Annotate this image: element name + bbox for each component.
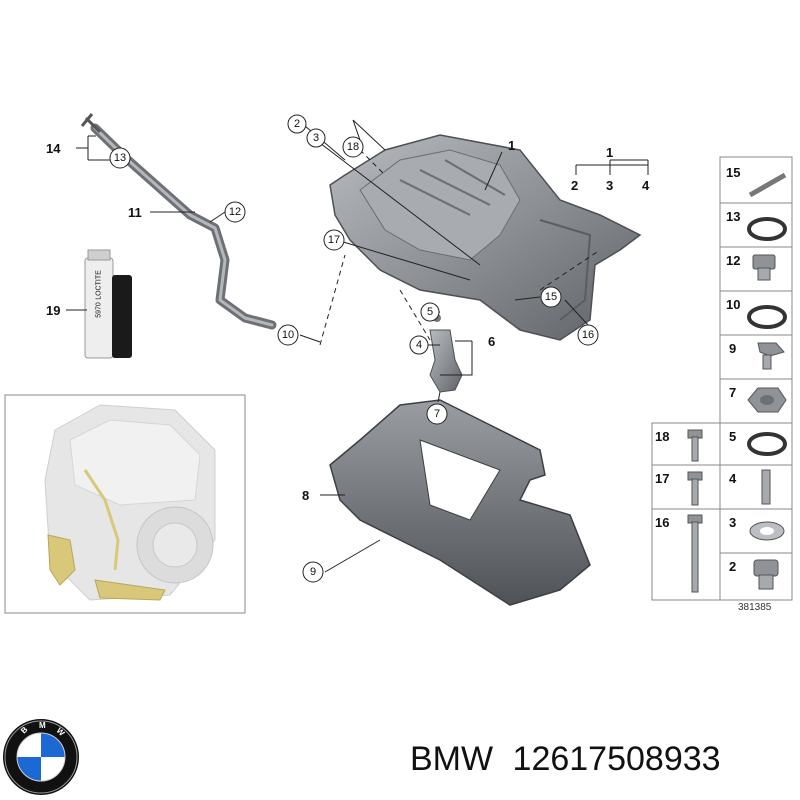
stud-4-thumb — [761, 469, 771, 505]
clip-9-thumb — [757, 342, 785, 370]
leader-lines — [66, 119, 649, 573]
bolt-17-thumb — [687, 471, 703, 506]
sealant-brand-text: LOCTITE — [96, 270, 103, 300]
table-label-18: 18 — [655, 429, 669, 444]
part-number: 12617508933 — [512, 740, 721, 778]
sealant-tube: LOCTITE 5970 — [84, 249, 132, 359]
table-label-3: 3 — [729, 515, 736, 530]
table-label-15: 15 — [726, 165, 740, 180]
part-footer: BMW 12617508933 — [410, 740, 721, 779]
callout-1-sub-3: 3 — [606, 178, 613, 193]
ring-5-thumb — [747, 432, 787, 456]
sealant-code-text: 5970 — [96, 302, 103, 318]
callout-1-sub-2: 2 — [571, 178, 578, 193]
callout-16: 16 — [582, 329, 594, 341]
table-label-7: 7 — [729, 385, 736, 400]
image-id: 381385 — [738, 602, 772, 613]
callout-13: 13 — [114, 152, 126, 164]
callout-2: 2 — [294, 118, 300, 130]
bolt-16-thumb — [687, 514, 703, 593]
bolt-12-thumb — [752, 254, 776, 281]
callout-19: 19 — [46, 303, 60, 318]
callout-5: 5 — [427, 306, 433, 318]
engine-inset — [4, 394, 246, 614]
callout-1-sub-4: 4 — [642, 178, 650, 193]
callout-14: 14 — [46, 141, 61, 156]
plug-2-thumb — [753, 559, 779, 590]
callout-1: 1 — [508, 138, 515, 153]
callout-12: 12 — [229, 206, 241, 218]
svg-text:B: B — [19, 725, 30, 736]
nut-7-thumb — [747, 387, 787, 413]
table-label-13: 13 — [726, 209, 740, 224]
ring-13-thumb — [747, 217, 787, 241]
lower-oil-pan — [329, 399, 591, 606]
brand-name: BMW — [410, 740, 494, 778]
dipstick-assembly — [80, 113, 277, 330]
parts-table: 15 13 12 10 9 7 5 4 3 2 18 17 16 — [651, 156, 793, 601]
bmw-logo: B M W — [3, 719, 79, 795]
table-label-10: 10 — [726, 297, 740, 312]
svg-text:M: M — [39, 721, 46, 730]
callout-1-group: 1 — [606, 145, 613, 160]
oil-level-sensor — [429, 314, 463, 393]
table-label-9: 9 — [729, 341, 736, 356]
table-label-2: 2 — [729, 559, 736, 574]
callout-18: 18 — [347, 141, 359, 153]
callout-4: 4 — [416, 339, 422, 351]
callout-3: 3 — [313, 132, 319, 144]
callout-6: 6 — [488, 334, 495, 349]
upper-oil-pan — [329, 134, 642, 341]
table-label-4: 4 — [729, 471, 737, 486]
callout-8: 8 — [302, 488, 309, 503]
ring-10-thumb — [747, 305, 787, 329]
callout-7: 7 — [434, 408, 440, 420]
callouts: 14 13 11 12 10 19 2 3 18 17 1 1 2 3 4 15… — [46, 114, 650, 583]
callout-15: 15 — [545, 291, 557, 303]
table-label-17: 17 — [655, 471, 669, 486]
callout-9: 9 — [310, 566, 316, 578]
callout-11: 11 — [128, 205, 142, 220]
plug-15-thumb — [748, 172, 787, 198]
callout-17: 17 — [328, 234, 340, 246]
table-label-5: 5 — [729, 429, 736, 444]
table-label-16: 16 — [655, 515, 669, 530]
bolt-18-thumb — [687, 429, 703, 462]
washer-3-thumb — [749, 521, 785, 541]
callout-10: 10 — [282, 329, 294, 341]
table-label-12: 12 — [726, 253, 740, 268]
